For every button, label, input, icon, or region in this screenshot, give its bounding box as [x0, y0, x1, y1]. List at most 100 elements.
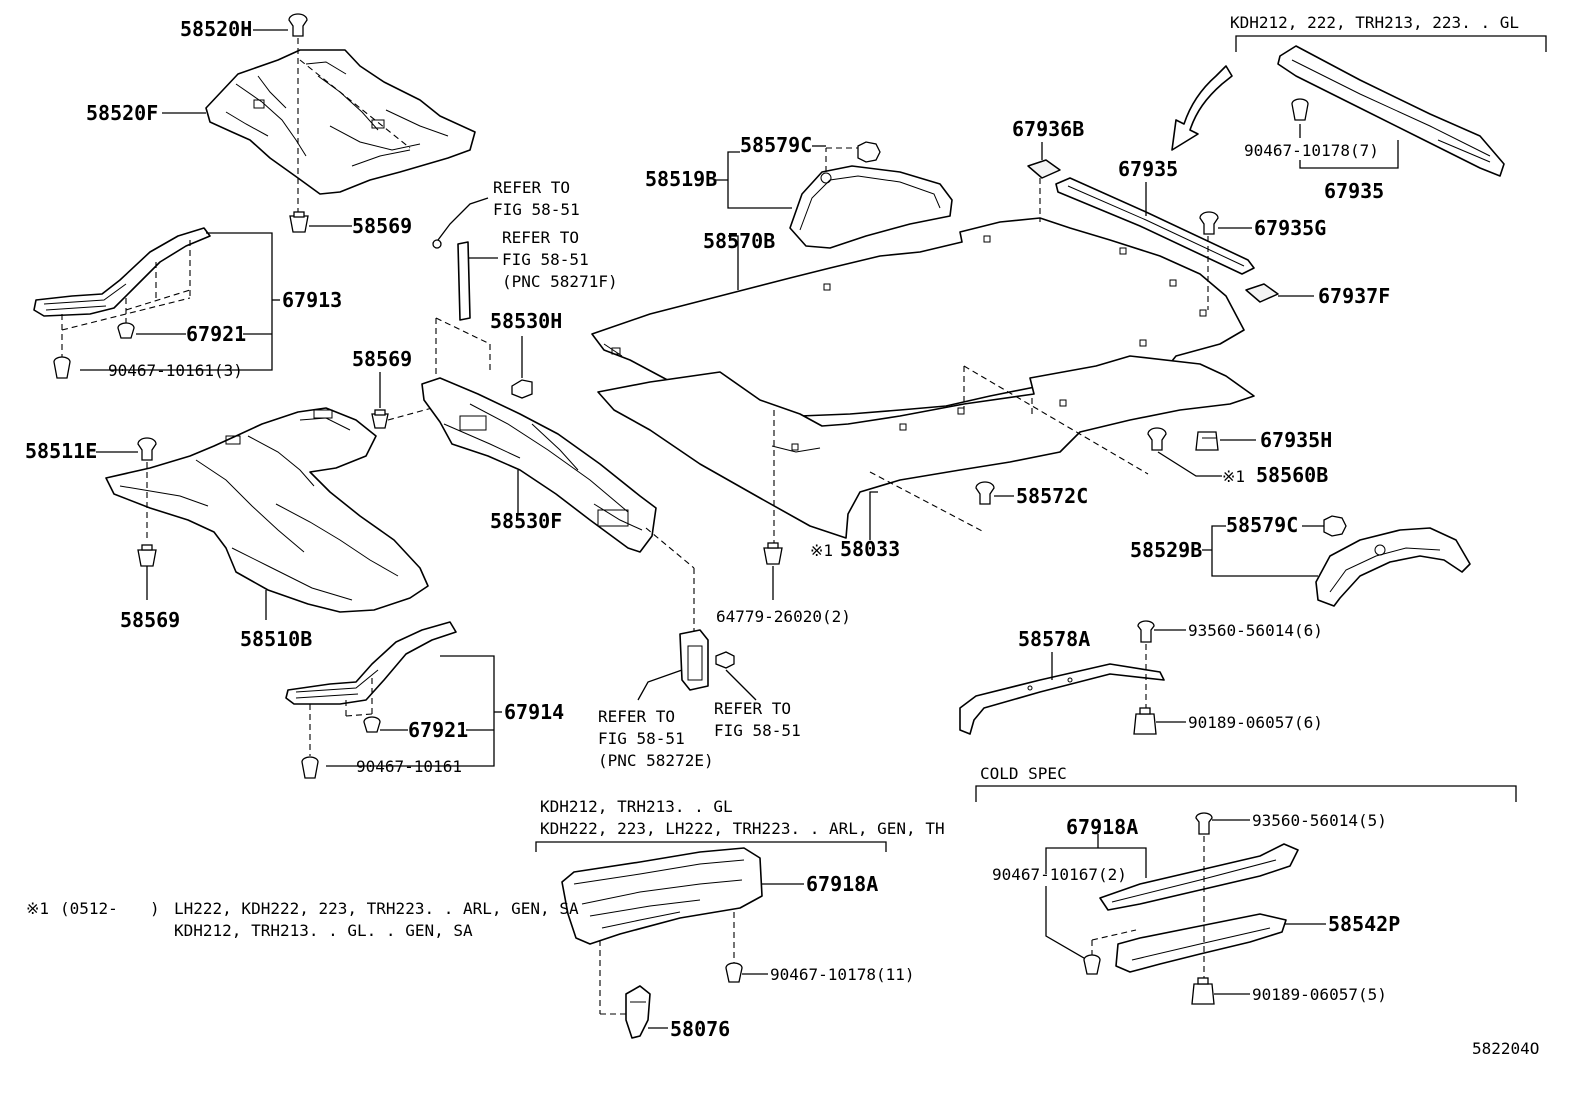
note-refer-b-3: (PNC 58271F) [502, 272, 618, 291]
label-58560B: 58560B [1256, 463, 1328, 487]
label-58569-low: 58569 [120, 608, 180, 632]
label-67935H: 67935H [1260, 428, 1332, 452]
label-58569-mid: 58569 [352, 347, 412, 371]
group-bottom-center-line2: KDH222, 223, LH222, TRH223. . ARL, GEN, … [540, 819, 945, 838]
clip-58511E [137, 437, 157, 461]
label-90467-10178-11: 90467-10178(11) [770, 965, 915, 984]
clip-58579C-right [1323, 515, 1347, 537]
label-58530F: 58530F [490, 509, 562, 533]
part-67913-illustration [33, 227, 211, 317]
clip-58569-mid [371, 409, 389, 429]
label-93560-56014-6: 93560-56014(6) [1188, 621, 1323, 640]
part-bracket-58271F [457, 241, 471, 321]
label-58519B: 58519B [645, 167, 717, 191]
label-67918A-right: 67918A [1066, 815, 1138, 839]
footnote-line1: LH222, KDH222, 223, TRH223. . ARL, GEN, … [174, 899, 579, 918]
part-67935-sill-illustration [1277, 45, 1505, 177]
label-64779-26020-2: 64779-26020(2) [716, 607, 851, 626]
label-67935G: 67935G [1254, 216, 1326, 240]
clip-58569-low [137, 544, 157, 567]
part-58520F-illustration [205, 49, 476, 195]
label-58510B: 58510B [240, 627, 312, 651]
label-67914: 67914 [504, 700, 564, 724]
label-90189-06057-5: 90189-06057(5) [1252, 985, 1387, 1004]
part-58076-illustration [625, 985, 651, 1039]
label-67936B: 67936B [1012, 117, 1084, 141]
clip-90467-10167-2 [1083, 954, 1101, 975]
label-90467-10161: 90467-10161 [356, 757, 462, 776]
part-67914-illustration [285, 621, 457, 705]
note-refer-d-2: FIG 58-51 [714, 721, 801, 740]
label-58579C-top: 58579C [740, 133, 812, 157]
clip-58572C [975, 481, 995, 505]
label-58569-top: 58569 [352, 214, 412, 238]
label-58570B: 58570B [703, 229, 775, 253]
clip-67936B [1027, 159, 1061, 179]
label-58572C: 58572C [1016, 484, 1088, 508]
label-67937F: 67937F [1318, 284, 1390, 308]
label-67921-top: 67921 [186, 322, 246, 346]
label-58542P: 58542P [1328, 912, 1400, 936]
note-refer-b-2: FIG 58-51 [502, 250, 589, 269]
label-90467-10167-2: 90467-10167(2) [992, 865, 1127, 884]
clip-90467-10161 [301, 756, 319, 779]
nut-90189-06057-5 [1191, 977, 1215, 1005]
label-58578A: 58578A [1018, 627, 1090, 651]
part-58033-illustration [597, 355, 1255, 539]
part-58510B-illustration [105, 407, 429, 613]
clip-67921-low [363, 716, 381, 733]
label-90467-10178-7: 90467-10178(7) [1244, 141, 1379, 160]
part-58578A-illustration [959, 663, 1165, 735]
label-67935-right: 67935 [1324, 179, 1384, 203]
clip-67937F [1245, 283, 1279, 303]
label-58076: 58076 [670, 1017, 730, 1041]
label-67921-low: 67921 [408, 718, 468, 742]
footnote-date-open: (0512- [60, 899, 118, 918]
note-refer-c-3: (PNC 58272E) [598, 751, 714, 770]
clip-67935G [1199, 211, 1219, 235]
footnote-line2: KDH212, TRH213. . GL. . GEN, SA [174, 921, 473, 940]
part-67918A-right-illustration [1099, 843, 1299, 911]
footnote-date-close: ) [150, 899, 160, 918]
note-refer-a-1: REFER TO [493, 178, 570, 197]
label-58530H: 58530H [490, 309, 562, 333]
label-58520H: 58520H [180, 17, 252, 41]
diagram-id: 582204O [1472, 1039, 1539, 1058]
clip-67935H [1195, 431, 1219, 451]
part-58529B-illustration [1315, 527, 1471, 607]
direction-arrow [1171, 65, 1233, 151]
clip-90467-10161-3 [53, 356, 71, 379]
clip-58569-top [289, 211, 309, 233]
clip-90467-10178-7 [1291, 98, 1309, 121]
part-67935-rail-illustration [1055, 177, 1255, 275]
note-refer-a-2: FIG 58-51 [493, 200, 580, 219]
label-90189-06057-6: 90189-06057(6) [1188, 713, 1323, 732]
group-bottom-center-line1: KDH212, TRH213. . GL [540, 797, 733, 816]
label-67935-mid: 67935 [1118, 157, 1178, 181]
part-58530F-illustration [421, 377, 657, 553]
bolt-93560-56014-5 [1195, 812, 1213, 835]
label-58579C-right: 58579C [1226, 513, 1298, 537]
clip-58520H [288, 13, 308, 37]
part-58542P-illustration [1115, 913, 1287, 973]
clip-58530H [511, 379, 533, 399]
part-58519B-illustration [789, 165, 953, 249]
clip-bracket-bolt [715, 651, 735, 669]
label-90467-10161-3: 90467-10161(3) [108, 361, 243, 380]
clip-90467-10178-11 [725, 962, 743, 983]
nut-90189-06057-6 [1133, 707, 1157, 735]
footnote-mark: ※1 [26, 899, 49, 918]
label-58520F: 58520F [86, 101, 158, 125]
mark-58560B: ※1 [1222, 467, 1245, 486]
clip-58560B [1147, 427, 1167, 451]
label-58529B: 58529B [1130, 538, 1202, 562]
label-58511E: 58511E [25, 439, 97, 463]
part-67918A-left-illustration [561, 847, 763, 945]
label-58033: 58033 [840, 537, 900, 561]
note-refer-d-1: REFER TO [714, 699, 791, 718]
mark-58033: ※1 [810, 541, 833, 560]
label-93560-56014-5: 93560-56014(5) [1252, 811, 1387, 830]
note-refer-c-1: REFER TO [598, 707, 675, 726]
part-bracket-58272E [679, 629, 709, 691]
